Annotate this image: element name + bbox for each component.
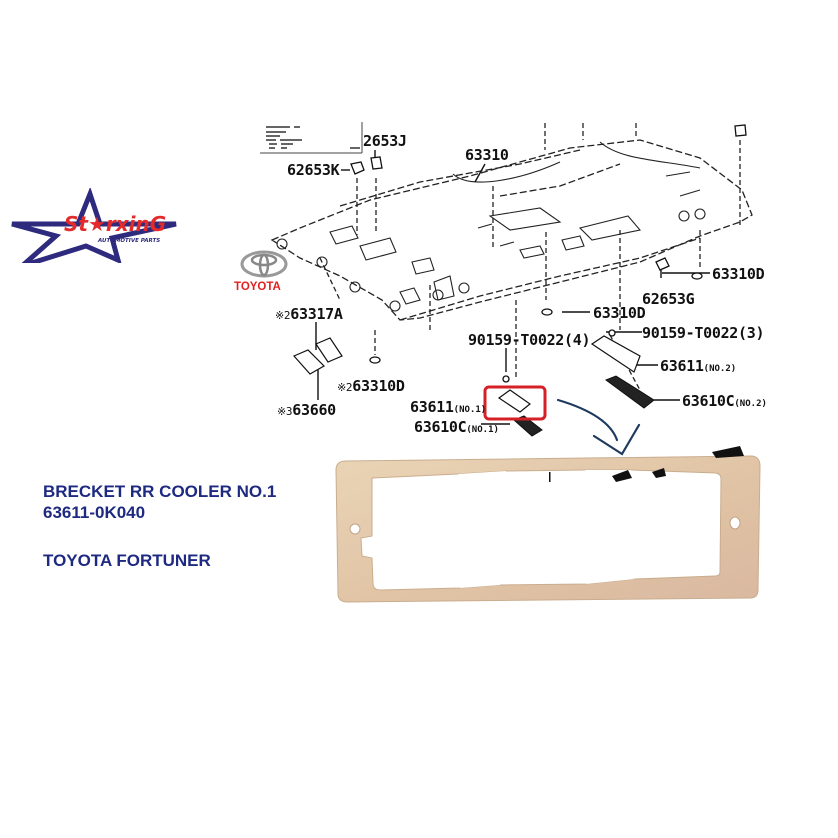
diagram-remnants [549,446,744,482]
no1-parts [497,389,543,437]
highlight-box [483,385,547,421]
headliner-details [276,141,706,312]
label-63310D-center: 63310D [593,304,646,322]
curved-arrow-icon [556,398,641,456]
label-62653G: 62653G [642,290,695,308]
starxing-logo: St★rxinG AUTOMOTIVE PARTS [8,186,188,269]
product-vehicle: TOYOTA FORTUNER [43,551,211,570]
label-2653J: 2653J [363,132,407,150]
label-63611-no1: 63611(NO.1) [410,398,487,416]
mounting-hole-right [729,516,741,530]
product-title: BRECKET RR COOLER NO.1 [43,482,277,501]
label-90159-3: 90159-T0022(3) [642,324,765,342]
label-62653K: 62653K [287,161,340,179]
label-63310: 63310 [465,146,509,164]
diagram-note-box [260,122,363,154]
label-63310D-right: 63310D [712,265,765,283]
toyota-wordmark: TOYOTA [234,281,281,293]
label-63310D-left: ※263310D [337,377,405,395]
mounting-hole-left [349,523,361,535]
brand-tagline: AUTOMOTIVE PARTS [98,238,161,244]
headliner-outline [270,139,753,321]
label-63611-no2: 63611(NO.2) [660,357,737,375]
label-63610C-no1: 63610C(NO.1) [414,418,499,436]
brand-name: St★rxinG [64,212,167,236]
clip-icons [350,124,747,383]
product-part-number: 63611-0K040 [43,503,146,522]
label-63610C-no2: 63610C(NO.2) [682,392,767,410]
toyota-emblem-icon [240,250,288,278]
label-63317A: ※263317A [275,305,343,323]
left-parts [292,337,343,375]
label-63660: ※363660 [277,401,336,419]
label-90159-4: 90159-T0022(4) [468,331,591,349]
no2-parts [590,335,655,409]
toyota-logo: TOYOTA [230,250,310,295]
star-outline-icon [11,186,177,269]
